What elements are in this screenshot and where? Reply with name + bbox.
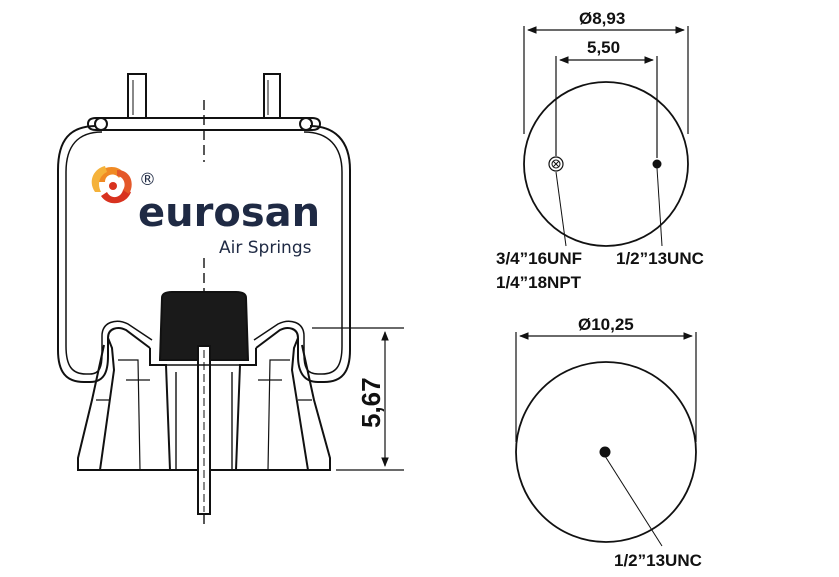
- center-stud-dot: [599, 446, 611, 458]
- top-plate-circle: [523, 81, 689, 247]
- height-dimension: [312, 327, 404, 471]
- brand-tagline: Air Springs: [219, 238, 312, 258]
- top-diameter-label: Ø8,93: [579, 9, 625, 28]
- stud-hole-dot: [652, 159, 662, 169]
- rubber-bumper: [158, 291, 250, 361]
- brand-name: eurosan: [138, 190, 320, 236]
- side-view: [57, 73, 351, 524]
- bottom-diameter-label: Ø10,25: [578, 315, 634, 334]
- height-dim-label: 5,67: [356, 377, 386, 428]
- bottom-plate-view: [515, 332, 697, 547]
- port-thread-label-1: 3/4”16UNF: [496, 249, 582, 268]
- eurosan-logo-icon: [91, 166, 132, 204]
- port-thread-label-2: 1/4”18NPT: [496, 273, 582, 292]
- bellows-outline: [57, 125, 351, 383]
- bottom-plate-circle: [515, 361, 697, 543]
- air-port-icon: [548, 156, 564, 172]
- center-stud-label: 1/2”13UNC: [614, 551, 702, 570]
- bolt-spacing-label: 5,50: [587, 38, 620, 57]
- top-stud-right: [263, 73, 281, 119]
- stud-thread-label: 1/2”13UNC: [616, 249, 704, 268]
- registered-mark-icon: ®: [139, 170, 156, 190]
- top-plate-view: [523, 26, 689, 247]
- top-stud-left: [127, 73, 147, 119]
